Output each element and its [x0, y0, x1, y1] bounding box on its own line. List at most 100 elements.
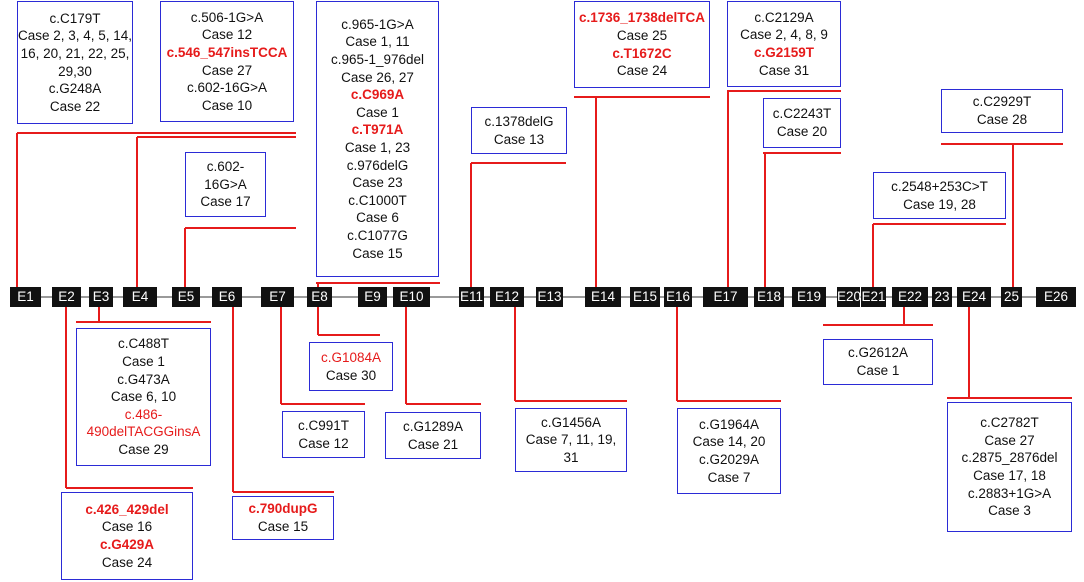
exon-e11: E11: [459, 287, 484, 307]
mutation-line-text: c.G473A: [117, 371, 170, 387]
mutation-line-text: Case 1: [356, 104, 399, 120]
exon-e10: E10: [393, 287, 430, 307]
mutation-line-text: c.G1289A: [402, 418, 464, 434]
mutation-line-text: Case 7, 11, 19,: [525, 432, 617, 448]
mutation-line-text: Case 17: [200, 194, 251, 210]
mutation-box-e10: c.G1289A Case 21: [385, 412, 481, 459]
mutation-line-text: Case 23: [352, 175, 403, 191]
mutation-line-text: Case 22: [49, 98, 101, 114]
mutation-box-e7: c.C991T Case 12: [282, 411, 365, 458]
mutation-line-text: Case 14, 20: [692, 434, 766, 450]
mutation-line-text: Case 16: [101, 519, 153, 535]
mutation-line-text: Case 1: [856, 363, 900, 378]
exon-e19: E19: [792, 287, 826, 307]
mutation-line-text: 29,30: [58, 63, 92, 79]
mutation-line-text: c.2548+253C>T: [891, 178, 988, 194]
mutation-line-text: Case 21: [407, 436, 459, 452]
mutation-line-text: 490delTACGGinsA: [86, 424, 201, 440]
mutation-box-e21: c.2548+253C>T Case 19, 28: [873, 172, 1006, 219]
mutation-line-text: Case 15: [257, 519, 309, 534]
exon-e2: E2: [52, 287, 81, 307]
exon-e8: E8: [307, 287, 332, 307]
mutation-line-text: Case 27: [984, 432, 1035, 448]
mutation-line-text: c.2883+1G>A: [967, 485, 1052, 501]
mutation-line-text: c.C2129A: [754, 9, 814, 25]
mutation-line-text: Case 10: [201, 97, 253, 113]
mutation-line-text: c.965-1G>A: [341, 16, 414, 32]
mutation-line-text: c.G2029A: [698, 452, 760, 467]
exon-e3: E3: [89, 287, 113, 307]
mutation-line-text: c.1736_1738delTCA: [578, 10, 706, 26]
mutation-line-text: Case 13: [493, 131, 545, 147]
exon-e16: E16: [664, 287, 692, 307]
exon-e1: E1: [10, 287, 41, 307]
mutation-line-text: c.G429A: [99, 537, 155, 552]
mutation-line-text: c.C2929T: [972, 94, 1032, 110]
mutation-line-text: Case 24: [101, 554, 153, 570]
mutation-line-text: c.C969A: [350, 87, 405, 103]
mutation-line-text: Case 15: [352, 245, 403, 261]
mutation-box-e1: c.C179T Case 2, 3, 4, 5, 14,16, 20, 21, 2…: [17, 1, 133, 124]
mutation-line-text: c.602-: [206, 159, 245, 175]
mutation-line-text: c.C179T: [49, 10, 101, 26]
mutation-line-text: c.C488T: [117, 336, 170, 352]
mutation-line-text: c.T971A: [351, 122, 404, 138]
mutation-line-text: Case 28: [976, 112, 1028, 127]
mutation-line-text: c.486-: [124, 406, 163, 422]
exon-e21: E21: [861, 287, 886, 307]
exon-e15: E15: [630, 287, 660, 307]
mutation-line-text: c.G1084A: [320, 349, 382, 365]
mutation-line-text: c.C2782T: [980, 415, 1039, 431]
mutation-line-text: c.602-16G>A: [187, 80, 267, 96]
mutation-line-text: Case 20: [776, 124, 828, 139]
exon-23: 23: [932, 287, 952, 307]
mutation-line-text: 31: [563, 449, 579, 465]
mutation-line-text: c.965-1_976del: [330, 52, 425, 68]
mutation-box-e25: c.C2929T Case 28: [941, 89, 1063, 133]
mutation-line-text: Case 3: [988, 503, 1031, 519]
exon-e7: E7: [261, 287, 294, 307]
mutation-line-text: Case 19, 28: [903, 196, 976, 212]
mutation-line-text: c.1378delG: [484, 113, 554, 129]
mutation-line-text: c.426_429del: [85, 501, 169, 517]
exon-25: 25: [1001, 287, 1022, 307]
mutation-line-text: c.790dupG: [248, 501, 318, 517]
mutation-line-text: Case 2, 3, 4, 5, 14,: [17, 28, 133, 44]
mutation-line-text: c.976delG: [346, 157, 409, 173]
mutation-line-text: Case 31: [758, 62, 810, 78]
mutation-line-text: Case 1: [122, 354, 165, 370]
mutation-line-text: Case 24: [616, 63, 668, 79]
mutation-line-text: Case 29: [118, 441, 169, 457]
mutation-line-text: Case 27: [201, 62, 253, 78]
mutation-line-text: Case 6, 10: [110, 389, 177, 405]
exon-e26: E26: [1036, 287, 1076, 307]
mutation-line-text: Case 26, 27: [341, 69, 414, 85]
mutation-line-text: Case 12: [201, 27, 253, 43]
mutation-line-text: c.546_547insTCCA: [166, 44, 288, 60]
mutation-line-text: c.C991T: [297, 417, 350, 433]
exon-e12: E12: [490, 287, 524, 307]
mutation-line-text: c.506-1G>A: [190, 9, 264, 25]
mutation-line-text: c.G2159T: [753, 45, 815, 60]
mutation-box-e11: c.1378delG Case 13: [471, 107, 567, 154]
mutation-box-e6: c.790dupG Case 15: [232, 496, 334, 540]
mutation-line-text: 16, 20, 21, 22, 25,: [20, 45, 130, 61]
mutation-line-text: Case 12: [298, 435, 349, 451]
exon-e14: E14: [585, 287, 621, 307]
exon-e18: E18: [754, 287, 784, 307]
mutation-line-text: c.G1456A: [540, 414, 602, 430]
mutation-line-text: c.2875_2876del: [961, 450, 1058, 466]
mutation-line-text: Case 17, 18: [973, 468, 1046, 483]
mutation-box-e12: c.G1456A Case 7, 11, 19,31: [515, 408, 627, 472]
